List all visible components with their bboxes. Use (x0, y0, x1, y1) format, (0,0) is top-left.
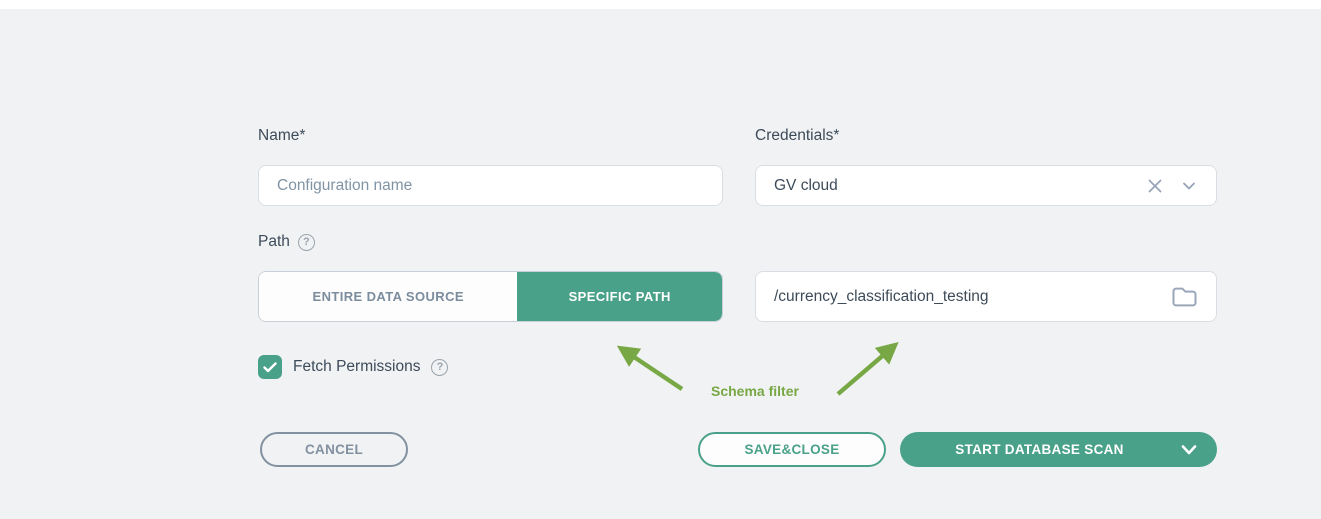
save-close-button[interactable]: SAVE&CLOSE (698, 432, 886, 467)
start-database-scan-button[interactable]: START DATABASE SCAN (900, 432, 1217, 467)
path-label-row: Path ? (258, 233, 315, 251)
path-scope-toggle: ENTIRE DATA SOURCE SPECIFIC PATH (258, 271, 723, 322)
chevron-down-icon[interactable] (1181, 444, 1197, 455)
checkmark-icon (263, 361, 277, 372)
credentials-value: GV cloud (774, 176, 838, 194)
credentials-label: Credentials* (755, 127, 840, 144)
configuration-name-input[interactable] (258, 165, 723, 206)
credentials-select[interactable]: GV cloud (755, 165, 1217, 206)
help-icon[interactable]: ? (297, 233, 315, 251)
name-label: Name* (258, 127, 306, 144)
fetch-permissions-row: Fetch Permissions ? (258, 355, 449, 379)
entire-data-source-button[interactable]: ENTIRE DATA SOURCE (259, 272, 518, 321)
folder-icon[interactable] (1171, 285, 1198, 308)
chevron-down-icon[interactable] (1178, 175, 1200, 197)
specific-path-input[interactable] (774, 272, 1161, 321)
specific-path-button[interactable]: SPECIFIC PATH (517, 272, 722, 321)
top-strip (0, 0, 1321, 9)
help-icon[interactable]: ? (431, 358, 449, 376)
fetch-permissions-checkbox[interactable] (258, 355, 282, 379)
cancel-button[interactable]: CANCEL (260, 432, 408, 467)
fetch-permissions-label: Fetch Permissions (293, 358, 421, 375)
clear-icon[interactable] (1144, 175, 1166, 197)
start-scan-label: START DATABASE SCAN (955, 442, 1124, 457)
annotation-label: Schema filter (711, 383, 799, 399)
specific-path-input-wrap (755, 271, 1217, 322)
path-label: Path (258, 233, 290, 250)
